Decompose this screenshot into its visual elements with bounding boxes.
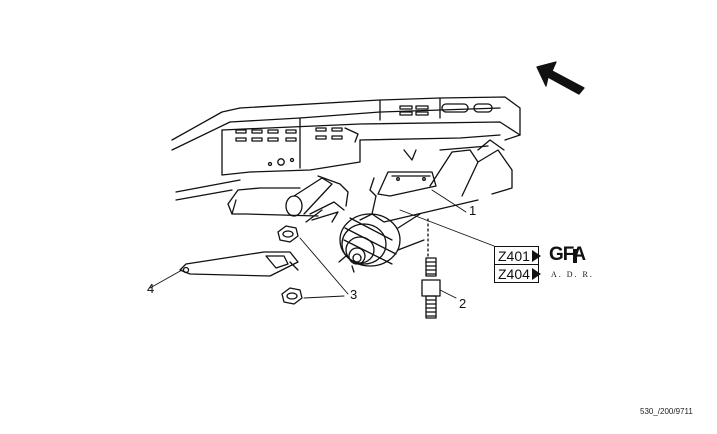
wheel-hub [338,213,425,273]
leader-lines [149,189,495,299]
reference-box-z404: Z404 [494,264,539,283]
callout-1: 1 [469,203,477,218]
document-code: 530_/200/9711 [640,407,693,416]
bracket-plate [179,251,299,277]
axle-beam [359,139,513,223]
triangle-right-icon [532,268,541,280]
brand-subtitle: A. D. R. [551,270,594,279]
callout-3: 3 [350,287,358,302]
brand-logo: GFA [549,244,586,265]
triangle-right-icon [532,250,541,262]
callout-2: 2 [459,296,467,311]
direction-arrow-icon [536,61,585,95]
spring-hanger [227,175,349,223]
gfa-logo [573,249,577,263]
nut-part-top [277,225,299,243]
bolt-part [421,217,441,319]
nut-part-bottom [281,287,303,305]
callout-4: 4 [147,281,155,296]
chassis-frame [171,96,521,201]
